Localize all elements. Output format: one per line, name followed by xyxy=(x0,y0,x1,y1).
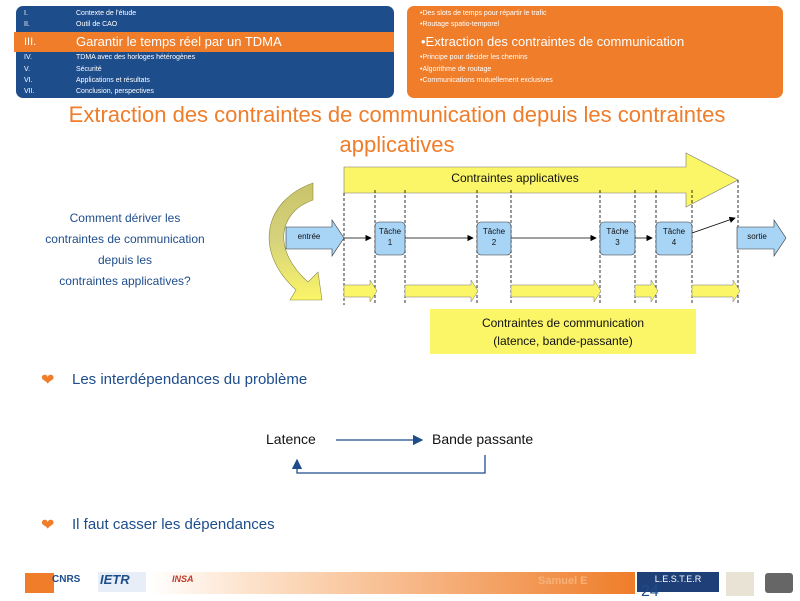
heart-bullet-icon: ❤ xyxy=(41,372,55,389)
lester-logo-box xyxy=(637,572,719,592)
outline-item-number: I. xyxy=(24,10,28,17)
task-box xyxy=(476,221,512,256)
footer-square xyxy=(25,573,54,593)
partner-logo-box xyxy=(726,572,754,596)
output-arrow xyxy=(736,219,787,257)
question-text: Comment dériver les contraintes de commu… xyxy=(30,208,220,292)
input-label: entrée xyxy=(297,232,321,241)
comm-constraints-label: Contraintes de communication (latence, b… xyxy=(481,316,645,348)
outline-item-active[interactable]: III. Garantir le temps réel par un TDMA xyxy=(14,32,394,52)
outline-item-number: III. xyxy=(24,36,37,48)
suboutline-item[interactable]: •Algorithme de routage xyxy=(420,66,492,73)
footer-author: Samuel E xyxy=(538,575,588,587)
suboutline-panel: •Des slots de temps pour répartir le tra… xyxy=(407,6,783,98)
outline-item-number: IV. xyxy=(24,54,32,61)
outline-item[interactable]: II. Outil de CAO xyxy=(16,19,394,30)
slide-title: Extraction des contraintes de communicat… xyxy=(68,102,726,157)
lester-logo: L.E.S.T.E.R xyxy=(654,574,702,584)
comm-arrow xyxy=(691,279,741,303)
question-line: contraintes de communication depuis les xyxy=(45,232,205,267)
suboutline-item[interactable]: •Communications mutuellement exclusives xyxy=(420,77,553,84)
outline-item[interactable]: I. Contexte de l'étude xyxy=(16,8,394,19)
ietr-logo: IETR xyxy=(100,572,130,587)
outline-item-label: Outil de CAO xyxy=(76,21,118,28)
suboutline-item[interactable]: •Routage spatio-temporel xyxy=(420,21,500,28)
outline-item[interactable]: VI. Applications et résultats xyxy=(16,75,394,86)
page-number: 24 xyxy=(641,583,659,600)
outline-item-label: TDMA avec des horloges hétérogènes xyxy=(76,54,196,61)
latency-label: Latence xyxy=(266,431,316,447)
comm-arrow xyxy=(510,279,602,303)
suboutline-item[interactable]: •Principe pour décider les chemins xyxy=(420,54,528,61)
app-constraints-arrow xyxy=(343,152,739,208)
outline-item[interactable]: V. Sécurité xyxy=(16,64,394,75)
bullet-text: Les interdépendances du problème xyxy=(72,371,308,388)
outline-item[interactable]: IV. TDMA avec des horloges hétérogènes xyxy=(16,52,394,63)
heart-bullet-icon: ❤ xyxy=(41,517,55,534)
outline-item-number: VII. xyxy=(24,88,35,95)
outline-item-label: Contexte de l'étude xyxy=(76,10,137,17)
outline-item-label: Conclusion, perspectives xyxy=(76,88,154,95)
outline-item-number: V. xyxy=(24,66,30,73)
comm-arrow xyxy=(634,279,659,303)
outline-item-number: II. xyxy=(24,21,30,28)
footer-gradient xyxy=(150,572,635,594)
input-arrow xyxy=(285,219,345,257)
question-line: Comment dériver les xyxy=(69,211,181,225)
bullet-item: ❤ Les interdépendances du problème xyxy=(41,370,441,392)
comm-arrow xyxy=(343,279,378,303)
bullet-text: Il faut casser les dépendances xyxy=(72,516,275,533)
task-box xyxy=(374,221,406,256)
curved-arrow-shape xyxy=(268,182,323,301)
outline-item-label: Garantir le temps réel par un TDMA xyxy=(76,34,282,49)
outline-item-label: Sécurité xyxy=(76,66,102,73)
outline-item[interactable]: VII. Conclusion, perspectives xyxy=(16,86,394,97)
question-line: contraintes applicatives? xyxy=(59,274,191,288)
footer-bar xyxy=(25,572,793,596)
suboutline-item[interactable]: •Des slots de temps pour répartir le tra… xyxy=(420,10,547,17)
comm-constraints-box xyxy=(430,309,696,354)
dependency-loop xyxy=(291,455,486,474)
comm-arrow xyxy=(404,279,479,303)
outline-item-number: VI. xyxy=(24,77,33,84)
insa-logo: INSA xyxy=(172,574,194,584)
app-constraints-label: Contraintes applicatives xyxy=(451,171,579,185)
cnrs-logo: CNRS xyxy=(52,574,81,585)
bullet-item: ❤ Il faut casser les dépendances xyxy=(41,515,441,537)
task-box xyxy=(599,221,636,256)
outline-item-label: Applications et résultats xyxy=(76,77,150,84)
outline-panel: I. Contexte de l'étude II. Outil de CAO … xyxy=(14,6,394,98)
output-label: sortie xyxy=(747,232,767,241)
task-box xyxy=(655,221,693,256)
bandwidth-label: Bande passante xyxy=(432,431,534,447)
footer-gray-box xyxy=(765,573,793,593)
suboutline-item-active[interactable]: •Extraction des contraintes de communica… xyxy=(421,34,685,49)
ietr-logo-box xyxy=(98,572,146,592)
